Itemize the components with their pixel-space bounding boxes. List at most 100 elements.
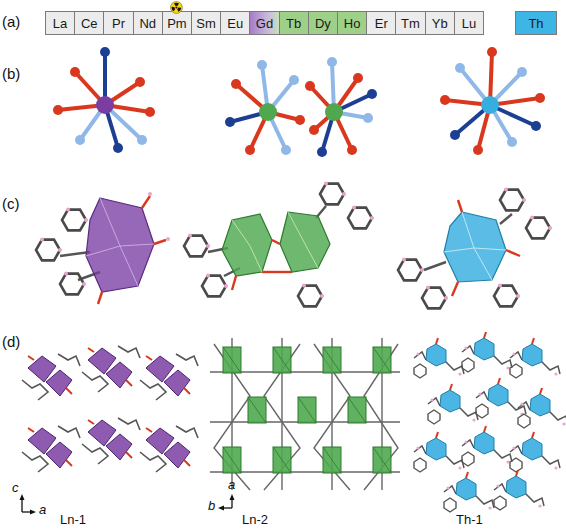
illustration-part — [510, 338, 560, 378]
element-symbol: Tm — [401, 16, 420, 31]
element-symbol: Ce — [81, 16, 98, 31]
crystal-packing — [210, 338, 400, 490]
illustration-part — [363, 113, 373, 123]
illustration-part — [364, 344, 398, 490]
illustration-part — [273, 347, 291, 373]
illustration-part — [148, 192, 152, 196]
illustration-part — [264, 344, 300, 490]
illustration-part — [86, 244, 154, 256]
illustration-part — [440, 95, 450, 105]
illustration-part — [22, 426, 80, 472]
illustration-part — [289, 75, 299, 85]
illustration-part — [309, 125, 319, 135]
illustration-part — [166, 237, 170, 241]
panel-label: (a) — [2, 14, 20, 31]
illustration-part — [75, 135, 85, 145]
illustration-part — [222, 214, 272, 276]
structure-name: Ln-2 — [242, 513, 268, 527]
illustration-part — [452, 282, 458, 296]
illustration-part — [347, 145, 357, 155]
illustration-part — [353, 73, 363, 83]
illustration-part — [462, 212, 492, 280]
illustration-part — [225, 117, 235, 127]
element-cell: Tm — [395, 11, 425, 35]
illustration-part — [154, 240, 166, 244]
illustration-part — [98, 292, 102, 304]
illustration-part — [231, 79, 241, 89]
illustration-part — [398, 258, 424, 281]
element-cell: Tb — [279, 11, 309, 35]
illustration-part — [259, 103, 277, 121]
element-symbol: Pr — [112, 16, 125, 31]
panel-label: (c) — [2, 196, 20, 213]
element-cell: Gd — [249, 11, 279, 35]
illustration-part — [135, 77, 145, 87]
illustration-part — [317, 147, 327, 157]
illustration-part — [462, 332, 512, 372]
illustration-part — [506, 250, 520, 256]
illustration-part — [172, 3, 181, 12]
panel-label: (b) — [2, 66, 20, 83]
illustration-part — [257, 60, 267, 70]
element-symbol: Nd — [139, 16, 156, 31]
illustration-part — [245, 145, 255, 155]
illustration-part — [20, 494, 25, 500]
element-cell: Er — [366, 11, 396, 35]
illustration-part — [373, 347, 391, 373]
molecular-unit — [184, 182, 374, 307]
illustration-part — [281, 145, 291, 155]
molecular-unit — [398, 188, 552, 309]
illustration-part — [53, 105, 63, 115]
illustration-part — [298, 284, 324, 307]
illustration-part — [422, 286, 448, 309]
illustration-part — [82, 418, 140, 464]
illustration-part — [100, 47, 110, 57]
illustration-part — [517, 67, 527, 77]
illustration-part — [175, 7, 177, 9]
illustration-part — [137, 135, 147, 145]
illustration-part — [140, 426, 198, 472]
element-cell: Pr — [103, 11, 133, 35]
illustration-part — [305, 81, 315, 91]
illustration-part — [272, 240, 280, 244]
illustration-part — [230, 494, 235, 500]
coordination-sphere — [440, 47, 545, 155]
illustration-part — [273, 447, 291, 473]
illustration-part — [86, 198, 154, 292]
illustration-part — [202, 274, 228, 297]
illustration-part — [280, 212, 330, 272]
element-symbol: Eu — [227, 16, 243, 31]
illustration-part — [462, 426, 512, 466]
illustration-part — [494, 470, 544, 510]
illustration-part — [526, 216, 552, 239]
illustration-part — [444, 248, 506, 252]
element-symbol: Gd — [256, 16, 273, 31]
axis-label: a — [39, 503, 46, 517]
illustration-part — [288, 212, 318, 268]
illustration-part — [82, 346, 140, 392]
illustration-part — [262, 271, 292, 273]
illustration-part — [323, 447, 341, 473]
coordination-sphere — [53, 47, 155, 153]
element-cell: Lu — [454, 11, 484, 35]
axis-label: c — [12, 481, 19, 495]
element-cell: Sm — [191, 11, 221, 35]
element-cell: Ho — [337, 11, 367, 35]
element-symbol: Sm — [196, 16, 216, 31]
illustration-part — [170, 2, 182, 14]
illustration-part — [535, 93, 545, 103]
illustration-part — [487, 47, 497, 57]
illustration-part — [60, 272, 86, 295]
illustration-part — [214, 344, 250, 490]
illustration-part — [232, 220, 262, 272]
illustration-part — [428, 384, 478, 424]
illustration-part — [145, 107, 155, 117]
element-cell: Ce — [74, 11, 104, 35]
element-symbol: La — [53, 16, 67, 31]
illustration-part — [500, 188, 526, 211]
illustration-part — [494, 284, 520, 307]
illustration-part — [70, 67, 80, 77]
element-symbol: Tb — [286, 16, 301, 31]
illustration-part — [424, 262, 446, 270]
